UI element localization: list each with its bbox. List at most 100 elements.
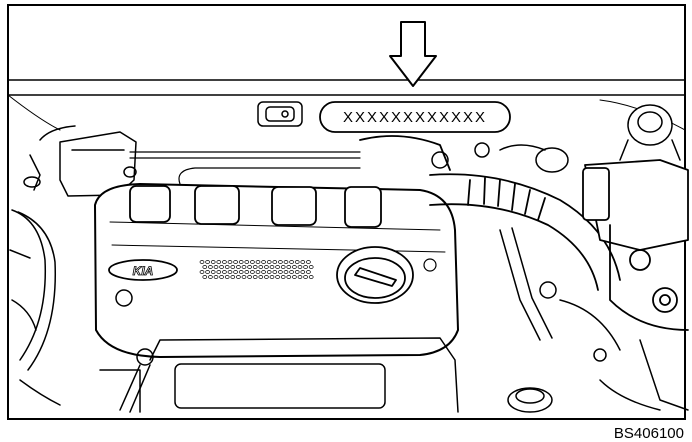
grille-dot: [216, 260, 222, 264]
grille-dot: [244, 260, 250, 264]
grille-dot: [264, 275, 269, 279]
grille-dot: [208, 265, 213, 269]
grille-dot: [283, 260, 289, 264]
grille-dot: [241, 265, 247, 269]
grille-dot: [264, 265, 269, 269]
breather-pipe: [129, 151, 361, 185]
grille-dot: [278, 270, 283, 274]
left-wiring-harness: [9, 209, 61, 406]
grille-dot: [250, 270, 255, 274]
grille-dot: [210, 270, 216, 274]
grille-dot: [292, 275, 297, 279]
grille-dot: [252, 265, 258, 269]
grille-dot: [292, 265, 297, 269]
grille-dot: [205, 270, 210, 274]
grille-dot: [213, 275, 219, 279]
grille-dot: [238, 260, 244, 264]
grille-dot: [275, 265, 280, 269]
grille-dot: [233, 270, 238, 274]
intake-manifold: [99, 337, 459, 413]
brand-logo-text: KIA: [133, 264, 154, 278]
vin-label-text: XXXXXXXXXXXX: [343, 109, 487, 126]
grille-dot: [289, 270, 294, 274]
engine-cover: [93, 182, 460, 359]
grille-dot: [308, 265, 314, 269]
grille-dot: [280, 275, 286, 279]
grille-dot: [224, 275, 230, 279]
grille-dot: [289, 260, 294, 264]
grille-dot: [294, 260, 300, 264]
grille-dot: [233, 260, 238, 264]
grille-dot: [258, 265, 264, 269]
grille-dot: [202, 265, 208, 269]
grille-dot: [272, 270, 278, 274]
grille-dot: [258, 275, 264, 279]
grille-dot: [275, 275, 280, 279]
fuel-filter-assembly: [499, 104, 681, 173]
grille-dot: [247, 265, 252, 269]
grille-dot: [269, 265, 275, 269]
grille-dot: [222, 270, 227, 274]
grille-dot: [255, 260, 261, 264]
grille-dot: [297, 275, 303, 279]
grille-dot: [224, 265, 230, 269]
grille-dot: [213, 265, 219, 269]
ignition-coil-2: [194, 185, 240, 225]
grille-dot: [306, 270, 311, 274]
right-hoses: [431, 142, 689, 411]
cover-bolt: [115, 289, 133, 307]
ignition-coil-4: [344, 186, 382, 228]
grille-dot: [286, 265, 292, 269]
hood-bracket: [257, 101, 303, 127]
down-arrow-icon: [389, 21, 437, 87]
grille-dot: [308, 275, 314, 279]
grille-dot: [247, 275, 252, 279]
figure-code: BS406100: [614, 425, 684, 442]
grille-dot: [278, 260, 283, 264]
grille-dot: [241, 275, 247, 279]
grille-dot: [210, 260, 216, 264]
ignition-coil-1: [129, 185, 171, 223]
grille-dot: [227, 260, 233, 264]
grille-dot: [303, 265, 308, 269]
grille-dot: [238, 270, 244, 274]
grille-dot: [300, 270, 306, 274]
grille-dot: [205, 260, 210, 264]
grille-dot: [236, 265, 241, 269]
grille-dot: [199, 260, 205, 264]
grille-dot: [252, 275, 258, 279]
brand-logo: KIA: [108, 259, 178, 281]
cover-vent-grille: [199, 260, 314, 279]
ignition-coil-3: [271, 186, 317, 226]
grille-dot: [297, 265, 303, 269]
grille-dot: [266, 270, 272, 274]
grille-dot: [255, 270, 261, 274]
grille-dot: [219, 275, 224, 279]
grille-dot: [269, 275, 275, 279]
vin-label-plate: XXXXXXXXXXXX: [319, 101, 511, 133]
grille-dot: [261, 270, 266, 274]
grille-dot: [222, 260, 227, 264]
grille-dot: [261, 260, 266, 264]
grille-dot: [199, 270, 205, 274]
grille-dot: [303, 275, 308, 279]
grille-dot: [300, 260, 306, 264]
grille-dot: [306, 260, 311, 264]
grille-dot: [250, 260, 255, 264]
grille-dot: [202, 275, 208, 279]
grille-dot: [236, 275, 241, 279]
grille-dot: [280, 265, 286, 269]
grille-dot: [244, 270, 250, 274]
oil-filler-cap: [336, 246, 414, 304]
air-cleaner-box: [582, 159, 689, 331]
grille-dot: [230, 275, 236, 279]
grille-dot: [208, 275, 213, 279]
grille-dot: [294, 270, 300, 274]
grille-dot: [230, 265, 236, 269]
grille-dot: [286, 275, 292, 279]
grille-dot: [266, 260, 272, 264]
cover-bolt-2: [423, 258, 437, 272]
grille-dot: [216, 270, 222, 274]
radiator-cap: [507, 387, 553, 413]
